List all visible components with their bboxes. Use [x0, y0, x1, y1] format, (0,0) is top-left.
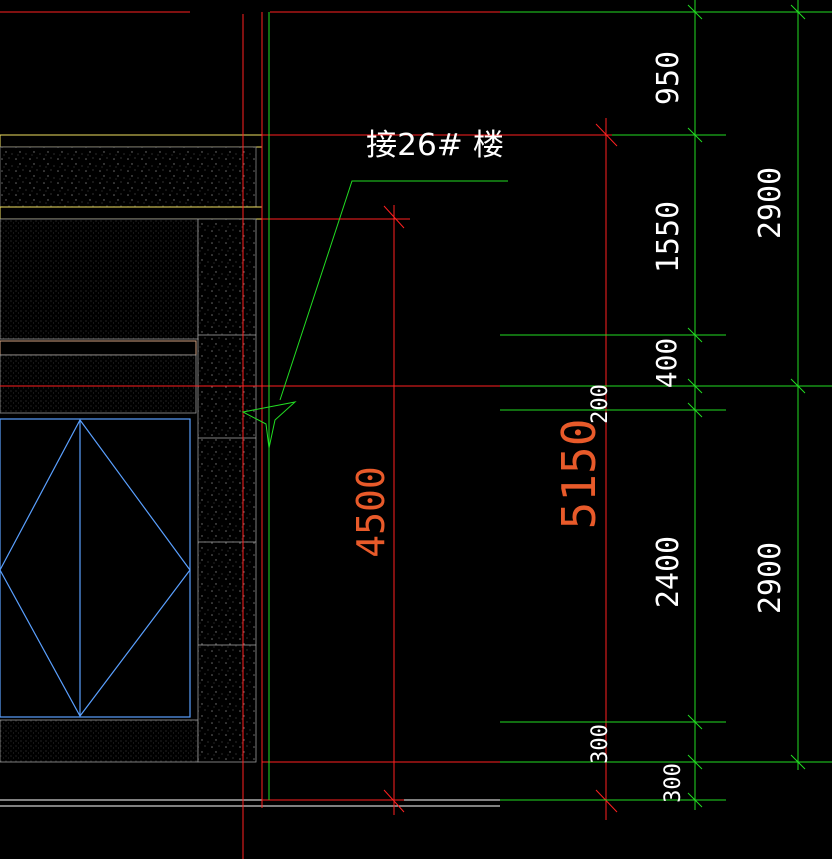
dim-text-400: 400: [650, 338, 683, 389]
dim-text-2900-upper: 2900: [753, 167, 788, 239]
tick-right: [687, 378, 703, 394]
leader-arrowhead: [241, 401, 297, 449]
dim-text-4500: 4500: [349, 466, 393, 558]
annotation-leader: [279, 180, 508, 401]
tick-right: [687, 327, 703, 343]
tick-4500-top: [383, 205, 405, 229]
floor-slab: [0, 206, 263, 220]
tick-right: [687, 4, 703, 20]
tick-right: [687, 754, 703, 770]
lintel-hatch: [0, 354, 197, 414]
tick-outer: [790, 754, 806, 770]
dim-text-950: 950: [651, 51, 686, 105]
window-frame: [0, 418, 191, 718]
tick-4500-bottom: [383, 789, 405, 813]
dim-text-1550: 1550: [651, 201, 686, 273]
dim-text-2900-lower: 2900: [753, 542, 788, 614]
roof-slab: [0, 134, 263, 148]
dim-text-5150: 5150: [552, 419, 606, 530]
lower-wall-hatch: [0, 719, 199, 763]
dim-text-300-upper: 300: [588, 724, 613, 764]
dim-text-2400: 2400: [651, 536, 686, 608]
tick-right: [687, 127, 703, 143]
pilaster-column: [197, 218, 257, 763]
annotation-label: 接26# 楼: [366, 128, 504, 163]
upper-wall-hatch: [0, 218, 199, 340]
tick-5150-bottom: [595, 789, 618, 813]
tick-right: [687, 714, 703, 730]
tick-right: [687, 402, 703, 418]
tick-outer: [790, 4, 806, 20]
tick-5150-top: [595, 123, 618, 147]
window-sill: [0, 340, 197, 356]
green-lines: [241, 0, 832, 810]
window-diamond: [0, 418, 191, 718]
tick-outer: [790, 378, 806, 394]
building-facade: [0, 134, 500, 807]
tick-right: [687, 792, 703, 808]
red-reference-lines: [0, 11, 618, 859]
dim-text-300-lower: 300: [661, 763, 686, 803]
dim-text-200: 200: [588, 384, 613, 424]
roof-band-hatch: [0, 146, 257, 208]
